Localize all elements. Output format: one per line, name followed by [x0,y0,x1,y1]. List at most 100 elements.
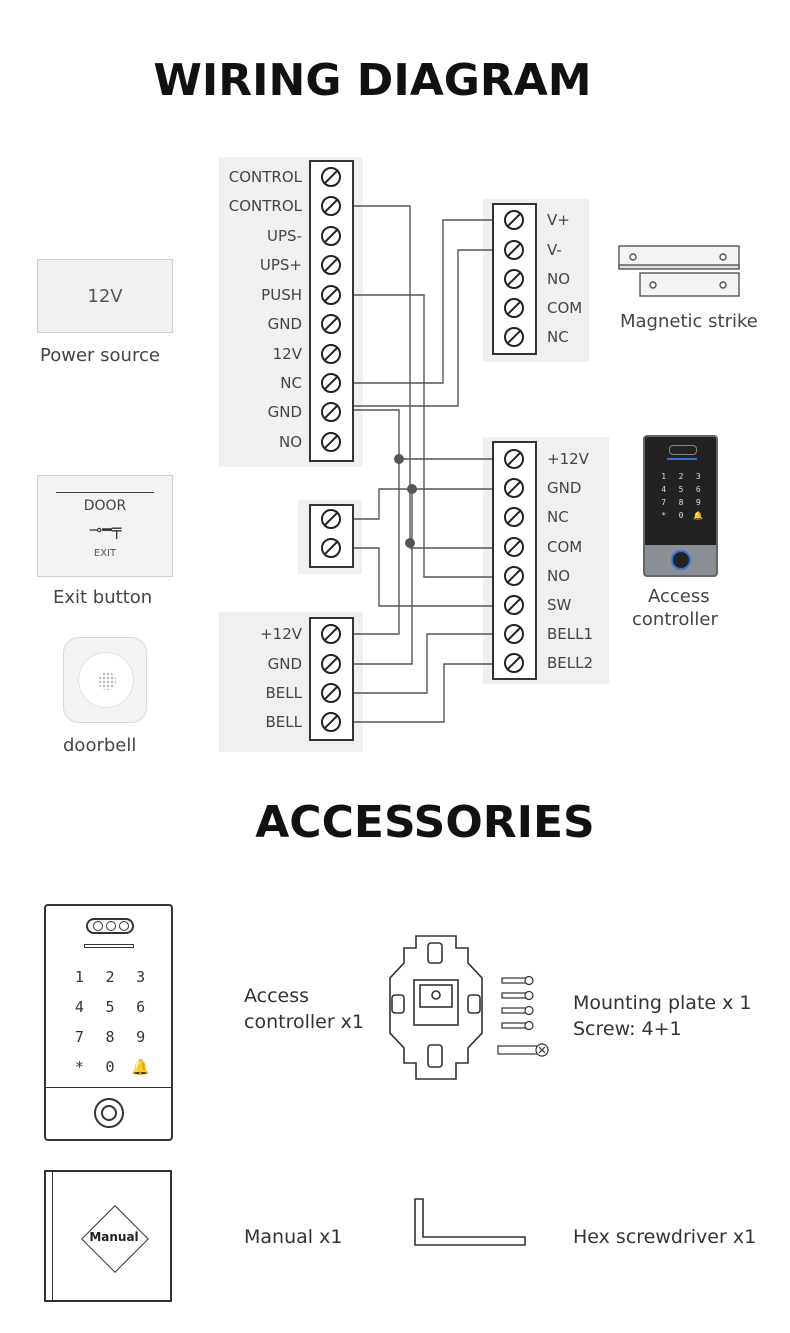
power-source-box: 12V [37,259,173,333]
mounting-plate-icon [389,935,483,1080]
lock-terminal-label: V+ [547,211,570,229]
mounting-plate-caption-2: Screw: 4+1 [573,1018,682,1040]
keypad-key: 7 [661,498,667,507]
power-source-label: 12V [87,286,123,307]
accessory-controller-drawing: 1 2 3 4 5 6 7 8 9 * 0 🔔 [44,904,173,1141]
lock-terminal-label: NC [547,328,569,346]
keypad-key: 🔔 [131,1058,150,1076]
screw-icon [504,653,524,673]
main-terminal-label: GND [267,315,302,333]
screw-icon [504,566,524,586]
screw-icon [504,478,524,498]
controller-keypad: 1 2 3 4 5 6 7 8 9 * 0 🔔 [655,472,707,520]
exit-button-caption: Exit button [53,587,153,608]
keypad-key: 0 [678,511,684,520]
screw-icon [504,507,524,527]
screws-icon [497,975,549,1057]
main-terminal-label: 12V [272,345,302,363]
screw-icon [321,683,341,703]
screw-icon [321,509,341,529]
screw-icon [504,269,524,289]
screw-icon [321,654,341,674]
lock-terminal-label: COM [547,299,583,317]
controller-terminal-label: NO [547,567,571,585]
magnetic-strike-caption: Magnetic strike [620,311,758,332]
fingerprint-sensor-icon [671,550,691,570]
controller-terminal-label: COM [547,538,583,556]
doorbell-terminal-label: GND [267,655,302,673]
controller-terminal-label: BELL1 [547,625,594,643]
exit-button-device: DOOR ⊸━╤ EXIT [37,475,173,577]
keypad-key: 3 [695,472,701,481]
speaker-icon [78,652,134,708]
manual-caption: Manual x1 [244,1226,343,1248]
main-terminal-label: CONTROL [228,197,302,215]
keypad-key: * [661,511,667,520]
accessories-title: ACCESSORIES [255,797,595,848]
screw-icon [504,240,524,260]
main-terminal-label: NC [280,374,302,392]
main-terminal-label: UPS- [267,227,302,245]
screw-icon [504,210,524,230]
lock-terminal-label: V- [547,241,562,259]
doorbell-terminal-label: +12V [260,625,302,643]
key-icon: ⊸━╤ [88,520,122,539]
screw-icon [321,226,341,246]
exit-button-door-text: DOOR [83,498,127,514]
controller-terminal-label: BELL2 [547,654,594,672]
keypad-key: 1 [74,968,84,986]
mounting-plate-caption-1: Mounting plate x 1 [573,992,752,1014]
main-terminal-label: CONTROL [228,168,302,186]
keypad-key: 9 [136,1028,146,1046]
access-controller-caption-2: controller [632,609,718,630]
keypad-key: 6 [136,998,146,1016]
screw-icon [504,298,524,318]
magnetic-strike-icon [618,245,740,297]
doorbell-terminal-label: BELL [265,713,302,731]
screw-icon [321,712,341,732]
screw-icon [504,449,524,469]
hex-screwdriver-icon [414,1198,526,1246]
screw-icon [321,255,341,275]
main-terminal-label: UPS+ [259,256,302,274]
keypad-key: 5 [105,998,115,1016]
screw-icon [321,432,341,452]
screw-icon [321,314,341,334]
controller-terminal-label: +12V [547,450,589,468]
main-terminal-label: GND [267,403,302,421]
screw-icon [321,196,341,216]
doorbell-terminal-label: BELL [265,684,302,702]
controller-terminal-label: NC [547,508,569,526]
wiring-diagram-title: WIRING DIAGRAM [153,55,592,106]
keypad-key: 🔔 [693,511,704,520]
keypad-key: 9 [695,498,701,507]
screw-icon [321,285,341,305]
keypad-key: 4 [661,485,667,494]
keypad-key: 2 [105,968,115,986]
exit-button-small-text: EXIT [93,548,117,559]
keypad-key: 4 [74,998,84,1016]
keypad-key: 6 [695,485,701,494]
power-source-caption: Power source [40,345,160,366]
main-terminal-label: NO [278,433,302,451]
accessory-keypad: 1 2 3 4 5 6 7 8 9 * 0 🔔 [64,968,156,1076]
controller-terminal-label: GND [547,479,582,497]
screw-icon [504,327,524,347]
lock-terminal-label: NO [547,270,571,288]
keypad-key: 1 [661,472,667,481]
accessory-controller-caption-1: Access [244,985,310,1007]
keypad-key: 0 [105,1058,115,1076]
keypad-key: 5 [678,485,684,494]
screw-icon [321,344,341,364]
accessory-controller-caption-2: controller x1 [244,1011,365,1033]
fingerprint-sensor-icon [94,1098,124,1128]
screw-icon [321,624,341,644]
manual-label: Manual [89,1230,139,1244]
manual-book: Manual [44,1170,172,1302]
doorbell-device [63,637,147,723]
keypad-key: 8 [105,1028,115,1046]
access-controller-device: 1 2 3 4 5 6 7 8 9 * 0 🔔 [643,435,718,577]
keypad-key: * [74,1058,84,1076]
wiring-lines [343,205,514,723]
controller-terminal-label: SW [547,596,572,614]
